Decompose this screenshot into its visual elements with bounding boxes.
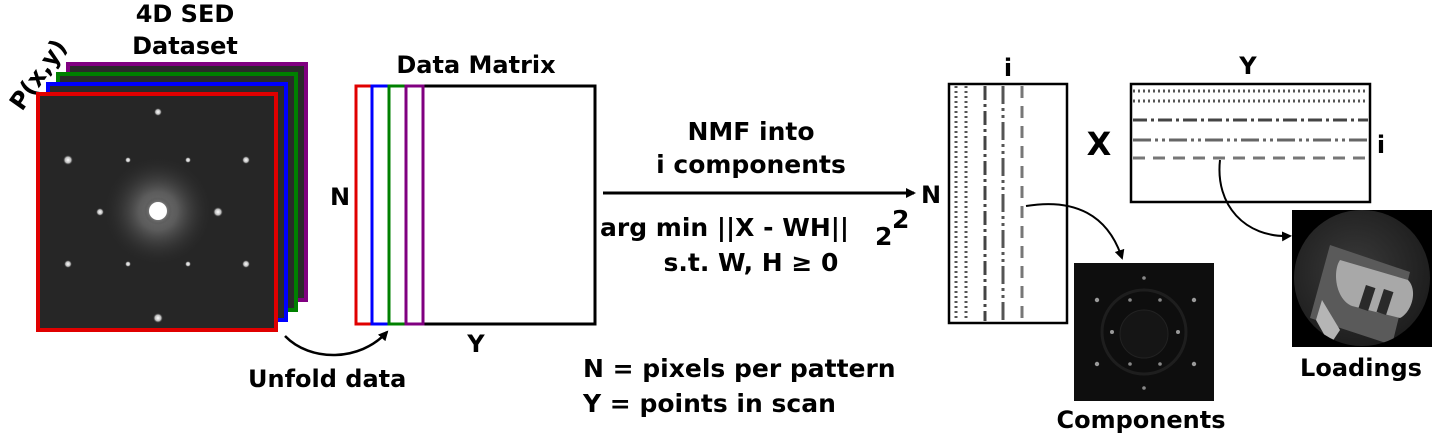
loadings-label: Loadings (1300, 354, 1422, 382)
data-matrix-row-label: N (330, 183, 350, 211)
diffraction-spots (63, 108, 250, 323)
multiply-symbol: X (1087, 125, 1112, 163)
legend-line1: N = pixels per pattern (583, 354, 896, 383)
unfold-arrow (284, 330, 389, 357)
nmf-line1: NMF into (687, 117, 814, 146)
unfold-arrow-group: Unfold data (248, 330, 406, 393)
loadings-arrow (1218, 159, 1292, 242)
legend-line2: Y = points in scan (582, 389, 836, 418)
nmf-formula-subscript: 2 (875, 222, 892, 251)
nmf-constraint: s.t. W, H ≥ 0 (664, 248, 839, 277)
data-matrix-box (354, 84, 597, 326)
components-label: Components (1057, 406, 1226, 434)
w-matrix-col-label: i (1004, 54, 1012, 82)
unfold-label: Unfold data (248, 365, 406, 393)
h-matrix-box (1129, 82, 1372, 204)
dataset-frame-red (36, 92, 278, 332)
legend-group: N = pixels per pattern Y = points in sca… (582, 354, 896, 418)
data-matrix-group: Data Matrix N Y (330, 51, 597, 358)
dataset-group: 4D SED Dataset P(x,y) (4, 0, 308, 332)
h-matrix-col-label: Y (1238, 52, 1257, 80)
components-arrow (1025, 203, 1125, 260)
loadings-image (1292, 210, 1432, 347)
data-matrix-title: Data Matrix (396, 51, 556, 79)
nmf-line2: i components (656, 150, 846, 179)
h-matrix-group: Y i (1129, 52, 1385, 242)
nmf-formula-superscript: 2 (892, 205, 909, 234)
nmf-group: NMF into i components arg min ||X - WH||… (600, 117, 916, 277)
data-matrix-strip-purple (404, 84, 425, 326)
dataset-title-line1: 4D SED (136, 0, 235, 28)
data-matrix-col-label: Y (466, 330, 485, 358)
nmf-formula: arg min ||X - WH|| (600, 213, 849, 242)
w-matrix-row-label: N (921, 181, 941, 209)
component-image (1074, 263, 1214, 401)
dataset-title-line2: Dataset (132, 32, 238, 60)
h-matrix-row-label: i (1377, 131, 1385, 159)
dataset-frame-stack (36, 62, 308, 332)
w-matrix-group: N i (921, 54, 1125, 325)
